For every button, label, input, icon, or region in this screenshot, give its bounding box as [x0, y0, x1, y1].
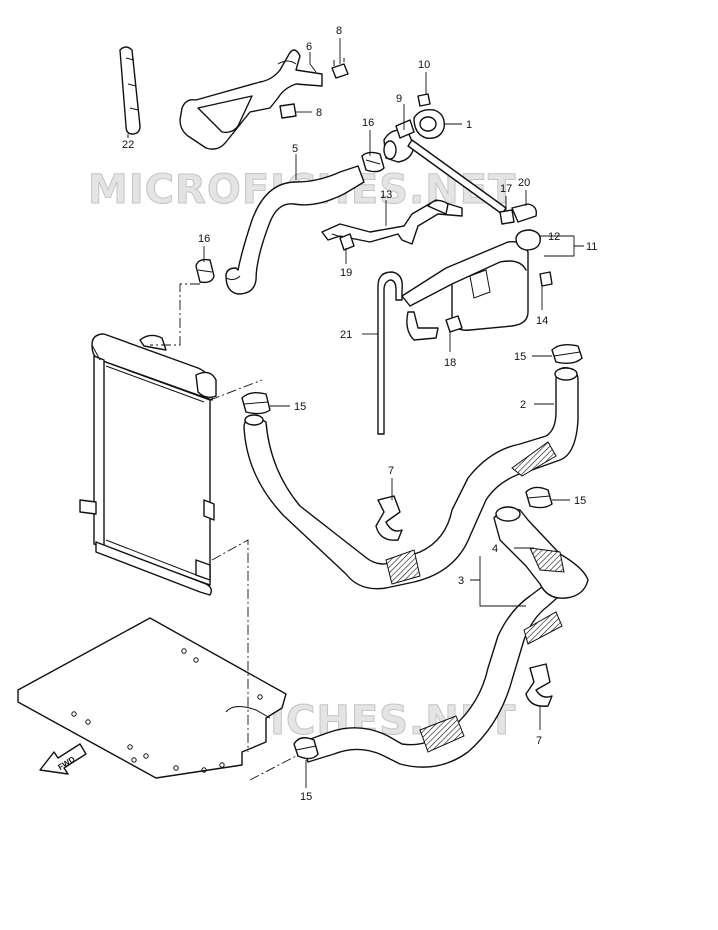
part-13-pipe-bracket: [321, 199, 463, 245]
part-14-bolt: [539, 271, 553, 287]
part-16-clamp-lower: [195, 258, 215, 284]
callout-20: 20: [518, 177, 530, 189]
callout-8-upper: 8: [336, 25, 342, 37]
callout-15-a: 15: [514, 351, 526, 363]
part-10-bolt: [417, 93, 431, 107]
callout-13: 13: [380, 189, 392, 201]
callout-2: 2: [520, 399, 526, 411]
callout-14: 14: [536, 315, 548, 327]
part-15-clamp-d: [293, 737, 319, 760]
callout-18: 18: [444, 357, 456, 369]
part-16-clamp-upper: [361, 151, 385, 173]
callout-15-d: 15: [300, 791, 312, 803]
part-20-hose: [511, 203, 538, 223]
part-3-hose: [301, 578, 567, 768]
callout-5: 5: [292, 143, 298, 155]
callout-16-lower: 16: [198, 233, 210, 245]
part-9-thermostat-housing: [383, 119, 415, 163]
part-6-breather-hose: [179, 49, 323, 150]
assembly-guide-lines: [150, 283, 301, 781]
part-11-reservoir-tank: [401, 241, 529, 341]
part-21-overflow-tube: [377, 271, 403, 435]
callout-17: 17: [500, 183, 512, 195]
callout-4: 4: [492, 543, 498, 555]
part-15-clamp-b: [241, 391, 271, 415]
part-4-hose: [493, 506, 589, 599]
callout-1: 1: [466, 119, 472, 131]
part-19-bolt: [339, 233, 355, 251]
callout-22: 22: [122, 139, 134, 151]
forward-arrow: FWD: [39, 743, 87, 775]
callout-21: 21: [340, 329, 352, 341]
callout-15-c: 15: [574, 495, 586, 507]
part-17-clip: [499, 209, 515, 225]
callout-6: 6: [306, 41, 312, 53]
callout-8-lower: 8: [316, 107, 322, 119]
part-18-clamp: [445, 315, 463, 333]
part-1-thermostat-cap: [413, 108, 445, 139]
part-22-bracket: [119, 46, 141, 135]
callout-12: 12: [548, 231, 560, 243]
part-8-clamp-upper: [331, 58, 349, 79]
callout-15-b: 15: [294, 401, 306, 413]
callout-9: 9: [396, 93, 402, 105]
callout-7-upper: 7: [388, 465, 394, 477]
part-12-reservoir-cap: [515, 229, 541, 251]
callout-7-lower: 7: [536, 735, 542, 747]
callout-19: 19: [340, 267, 352, 279]
under-cover-plate: [17, 617, 287, 779]
callout-10: 10: [418, 59, 430, 71]
part-5-upper-hose: [225, 165, 365, 295]
radiator: [79, 333, 217, 596]
part-2-hose: [243, 367, 579, 590]
leader-lines: [127, 38, 584, 788]
part-15-clamp-c: [525, 486, 553, 509]
part-7-clamp-upper: [375, 495, 403, 541]
callout-16-upper: 16: [362, 117, 374, 129]
callout-labels: 22 6 8 8 10 9 1 16 5 16 13 19 17 20 12 1…: [122, 25, 597, 803]
callout-11: 11: [586, 241, 597, 253]
callout-3: 3: [458, 575, 464, 587]
part-15-clamp-a: [551, 343, 583, 365]
part-8-clamp-lower: [279, 103, 297, 119]
part-7-clamp-lower: [525, 663, 553, 707]
